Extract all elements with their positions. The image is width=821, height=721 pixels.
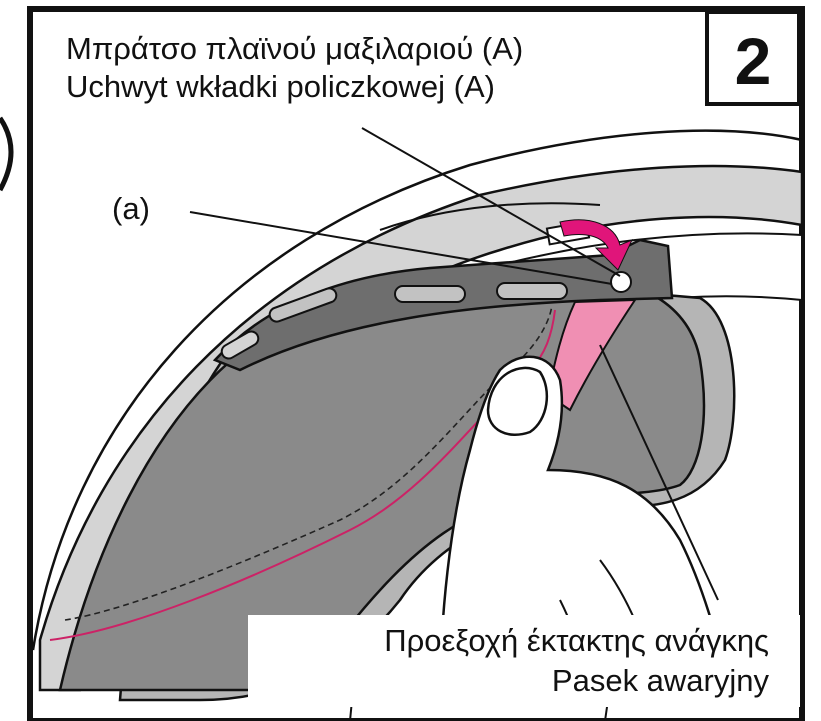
emergency-label-greek: Προεξοχή έκτακτης ανάγκης: [384, 622, 769, 660]
emergency-label-polish: Pasek awaryjny: [552, 662, 769, 700]
step-number: 2: [707, 18, 799, 104]
arm-slot: [497, 283, 567, 299]
fastener-a: [611, 272, 631, 292]
arm-label-polish: Uchwyt wkładki policzkowej (A): [66, 68, 495, 106]
arm-slot: [395, 286, 465, 302]
part-a-label: (a): [112, 190, 150, 228]
arm-label-greek: Μπράτσο πλαϊνού μαξιλαριού (A): [66, 30, 523, 68]
adjacent-panel-edge: [0, 118, 11, 190]
